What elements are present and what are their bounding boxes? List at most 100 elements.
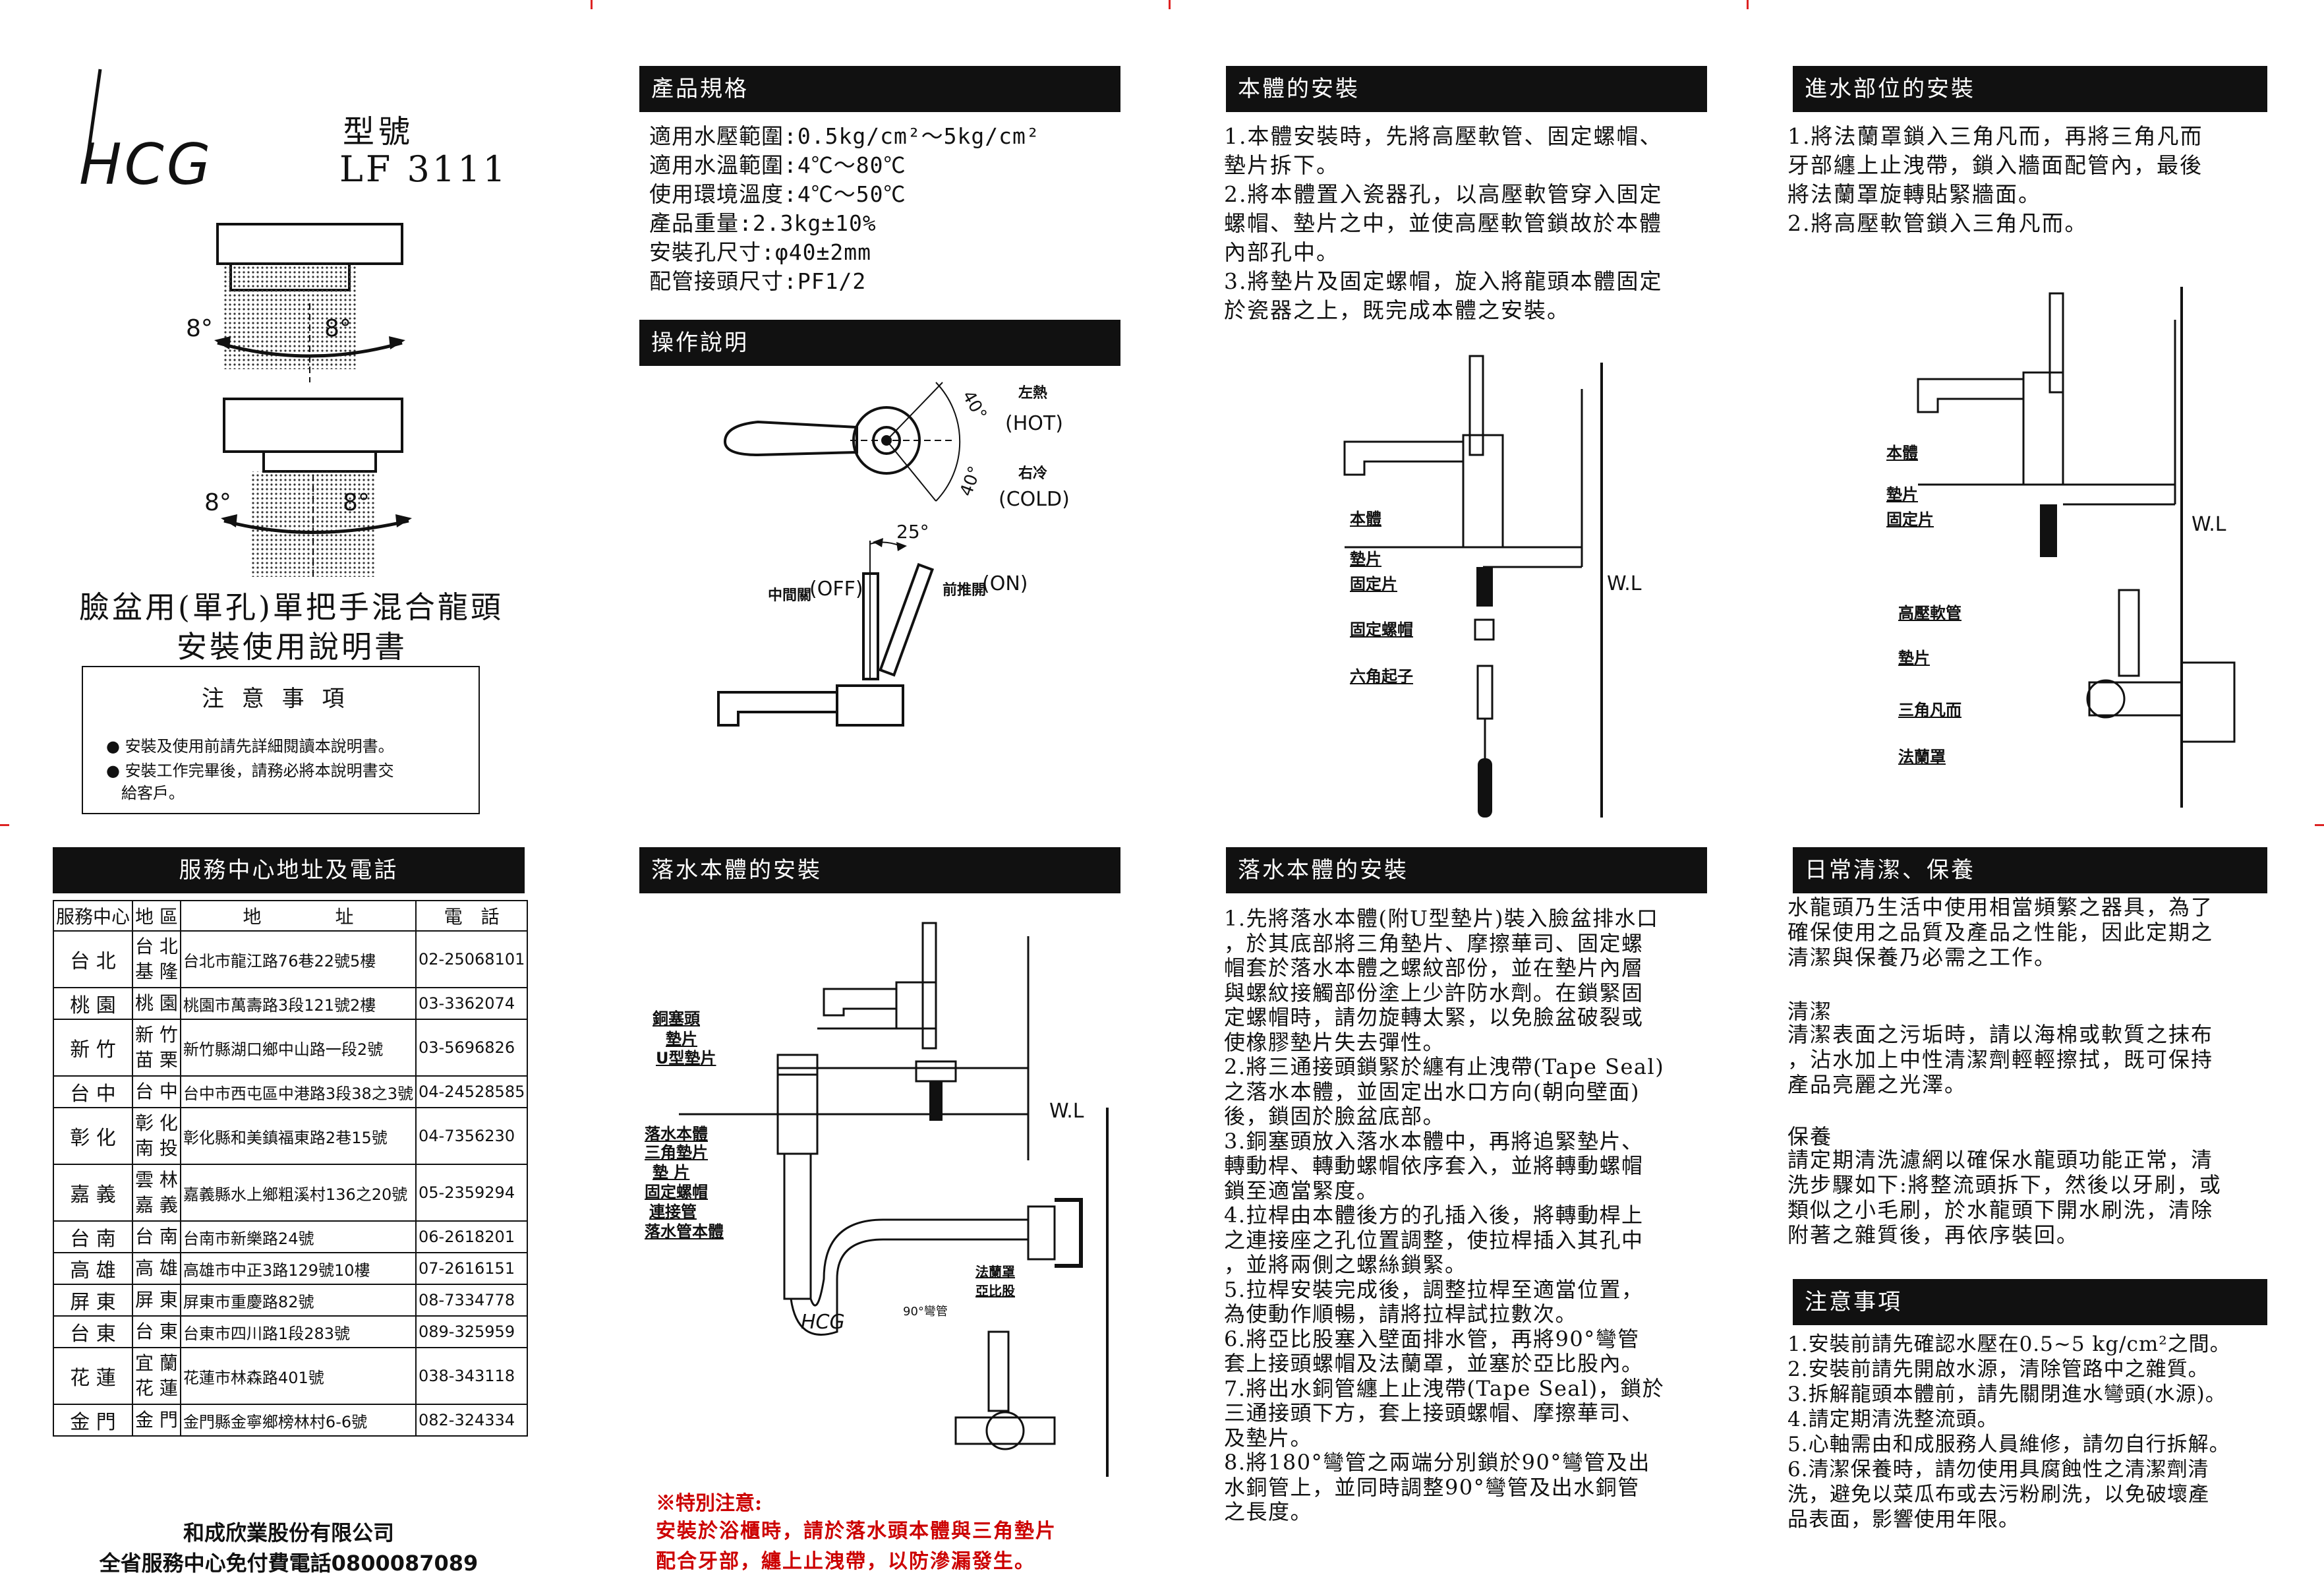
- part-label: 三角墊片: [645, 1143, 708, 1162]
- phone-cell: 082-324334: [415, 1404, 529, 1437]
- service-footer: 和成欣業股份有限公司 全省服務中心免付費電話0800087089: [53, 1516, 525, 1577]
- phone-cell: 05-2359294: [415, 1164, 529, 1222]
- phone-cell: 04-7356230: [415, 1107, 529, 1165]
- area-cell: 台 北 基 隆: [132, 930, 181, 988]
- table-header-row: 服務中心 地 區 地 址 電 話: [52, 900, 529, 932]
- part-label: 墊片: [666, 1030, 697, 1048]
- on-label: 前推開: [943, 582, 987, 599]
- service-center-cell: 屏 東: [52, 1284, 134, 1317]
- wl-label: W.L: [2192, 513, 2226, 536]
- phone-cell: 03-5696826: [415, 1019, 529, 1077]
- area-cell: 桃 園: [132, 987, 181, 1020]
- service-center-cell: 新 竹: [52, 1019, 134, 1077]
- part-label: 六角起子: [1350, 667, 1413, 686]
- phone-cell: 08-7334778: [415, 1284, 529, 1317]
- address-cell: 新竹縣湖口鄉中山路一段2號: [179, 1019, 417, 1077]
- address-cell: 桃園市萬壽路3段121號2樓: [179, 987, 417, 1020]
- drain-body-text: 1.先將落水本體(附U型墊片)裝入臉盆排水口 ，於其底部將三角墊片、摩擦華司、固…: [1224, 906, 1665, 1524]
- part-label: 法蘭罩: [975, 1264, 1015, 1280]
- angle-label: 8°: [343, 489, 370, 516]
- care-header: 日常清潔、保養: [1793, 847, 2267, 893]
- notice-box: 注 意 事 項 ● 安裝及使用前請先詳細閱讀本說明書。 ● 安裝工作完畢後，請務…: [82, 666, 480, 814]
- wl-label: W.L: [1049, 1100, 1084, 1123]
- part-label: 高壓軟管: [1898, 604, 1961, 622]
- service-center-cell: 台 北: [52, 930, 134, 988]
- part-label: 法蘭罩: [1898, 748, 1946, 766]
- angle-label: 8°: [324, 315, 351, 342]
- inlet-header: 進水部位的安裝: [1793, 66, 2267, 112]
- care-intro: 水龍頭乃生活中使用相當頻繁之器具，為了 確保使用之品質及產品之性能，因此定期之 …: [1787, 895, 2214, 970]
- drain-body-header: 落水本體的安裝: [1226, 847, 1707, 893]
- phone-cell: 03-3362074: [415, 987, 529, 1020]
- part-label: 墊片: [1898, 649, 1930, 667]
- brand-logo: HCG: [79, 132, 214, 198]
- cautions-text: 1.安裝前請先確認水壓在0.5~5 kg/cm²之間。 2.安裝前請先開啟水源，…: [1787, 1332, 2231, 1532]
- column-header: 電 話: [415, 900, 529, 932]
- operation-diagram: [717, 382, 961, 727]
- phone-cell: 02-25068101: [415, 930, 529, 988]
- address-cell: 台北市龍江路76巷22號5樓: [179, 930, 417, 988]
- fold-mark: [2315, 824, 2324, 826]
- address-cell: 屏東市重慶路82號: [179, 1284, 417, 1317]
- body-install-text: 1.本體安裝時，先將高壓軟管、固定螺帽、 墊片拆下。 2.將本體置入瓷器孔，以高…: [1224, 123, 1663, 323]
- drain-install-diagram: [679, 922, 1109, 1477]
- drain-logo: HCG: [801, 1311, 845, 1334]
- cautions-header: 注意事項: [1793, 1279, 2267, 1325]
- product-title: 臉盆用(單孔)單把手混合龍頭: [79, 589, 504, 625]
- notice-item: ● 安裝工作完畢後，請務必將本說明書交 給客戶。: [106, 761, 394, 802]
- area-cell: 宜 蘭 花 蓮: [132, 1347, 181, 1405]
- left-hot-label: 左熱: [1018, 385, 1048, 402]
- address-cell: 彰化縣和美鎮福東路2巷15號: [179, 1107, 417, 1165]
- part-label: 固定片: [1886, 510, 1934, 529]
- service-table: 服務中心 地 區 地 址 電 話 台 北台 北 基 隆台北市龍江路76巷22號5…: [52, 900, 529, 1437]
- part-label: 墊片: [1350, 550, 1381, 568]
- operation-header: 操作說明: [639, 320, 1120, 366]
- address-cell: 嘉義縣水上鄉粗溪村136之20號: [179, 1164, 417, 1222]
- notice-item: ● 安裝及使用前請先詳細閱讀本說明書。: [106, 737, 394, 756]
- specs-header: 產品規格: [639, 66, 1120, 112]
- service-center-cell: 台 中: [52, 1075, 134, 1108]
- phone-cell: 089-325959: [415, 1315, 529, 1348]
- special-note-title: ※特別注意:: [656, 1492, 763, 1515]
- area-cell: 彰 化 南 投: [132, 1107, 181, 1165]
- area-cell: 台 東: [132, 1315, 181, 1348]
- angle-label: 8°: [204, 489, 231, 516]
- angle-label: 25°: [896, 521, 929, 543]
- off-label: 中間關: [768, 587, 812, 604]
- part-label: 落水本體: [645, 1125, 708, 1143]
- address-cell: 台東市四川路1段283號: [179, 1315, 417, 1348]
- right-cold-label: 右冷: [1018, 465, 1048, 482]
- part-label: 連接管: [649, 1203, 697, 1221]
- part-label: 固定螺帽: [645, 1183, 708, 1201]
- phone-cell: 04-24528585: [415, 1075, 529, 1108]
- area-cell: 屏 東: [132, 1284, 181, 1317]
- service-center-cell: 高 雄: [52, 1252, 134, 1285]
- part-label: U型墊片: [656, 1049, 716, 1067]
- fold-mark: [591, 0, 593, 9]
- part-label: 墊 片: [653, 1163, 690, 1181]
- service-center-cell: 嘉 義: [52, 1164, 134, 1222]
- hot-label: (HOT): [1005, 412, 1063, 435]
- elbow-label: 90°彎管: [903, 1305, 948, 1319]
- body-install-header: 本體的安裝: [1226, 66, 1707, 112]
- service-center-cell: 桃 園: [52, 987, 134, 1020]
- toll-free-line: 全省服務中心免付費電話0800087089: [99, 1551, 479, 1576]
- column-header: 地 區: [132, 900, 181, 932]
- handle-swing-diagram: [214, 223, 412, 580]
- area-cell: 新 竹 苗 栗: [132, 1019, 181, 1077]
- clean-text: 清潔表面之污垢時，請以海棉或軟質之抹布 ，沾水加上中性清潔劑輕輕擦拭，既可保持 …: [1787, 1022, 2214, 1097]
- service-center-cell: 台 南: [52, 1220, 134, 1253]
- area-cell: 金 門: [132, 1404, 181, 1437]
- company-name: 和成欣業股份有限公司: [183, 1520, 394, 1545]
- part-label: 墊片: [1886, 485, 1918, 504]
- part-label: 銅塞頭: [653, 1009, 700, 1028]
- maintenance-text: 請定期清洗濾網以確保水龍頭功能正常，清 洗步驟如下:將整流頭拆下，然後以牙刷，或…: [1787, 1147, 2222, 1247]
- column-header: 地 址: [179, 900, 417, 932]
- phone-cell: 038-343118: [415, 1347, 529, 1405]
- manual-title: 安裝使用說明書: [177, 629, 407, 665]
